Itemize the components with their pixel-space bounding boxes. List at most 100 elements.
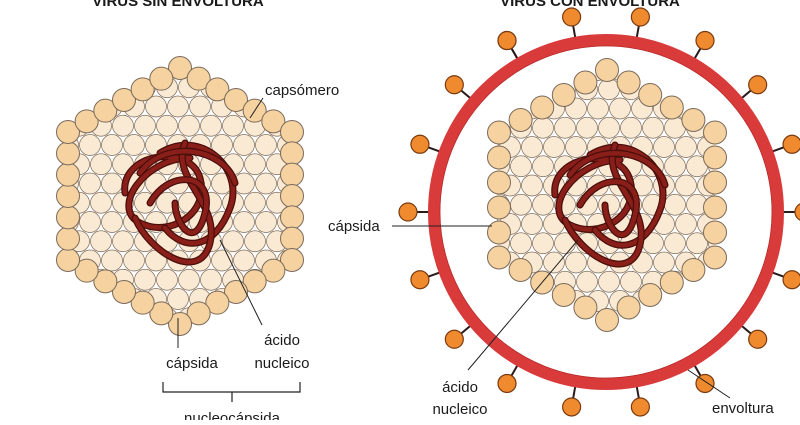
inner-capsomer	[532, 155, 554, 178]
inner-capsomer	[255, 211, 277, 233]
spike-head	[562, 7, 582, 27]
outer-capsomer	[205, 77, 230, 102]
inner-capsomer	[101, 134, 123, 156]
inner-capsomer	[47, 77, 68, 98]
inner-capsomer	[510, 155, 532, 178]
outer-capsomer	[595, 308, 619, 332]
acido-label-left: ácido	[264, 332, 300, 349]
outer-capsomer	[112, 280, 136, 304]
inner-capsomer	[300, 289, 321, 310]
outer-capsomer	[681, 108, 706, 132]
nucleocapsida-bracket	[162, 382, 301, 402]
left-heading: VIRUS SIN ENVOLTURA	[92, 0, 264, 10]
inner-capsomer	[134, 114, 156, 137]
inner-capsomer	[288, 268, 293, 291]
envelope-inner-edge	[439, 45, 773, 379]
inner-capsomer	[68, 307, 90, 325]
inner-capsomer	[90, 76, 112, 99]
outer-capsomer	[74, 258, 99, 283]
outer-capsomer	[74, 109, 99, 134]
inner-capsomer	[112, 114, 134, 137]
inner-capsomer	[620, 116, 642, 139]
outer-capsomer	[56, 184, 80, 208]
inner-capsomer	[510, 232, 532, 255]
right-heading: VIRUS CON ENVOLTURA	[500, 0, 680, 10]
outer-capsomer	[280, 162, 304, 187]
outer-capsomer	[112, 88, 136, 112]
outer-capsomer	[280, 226, 304, 251]
spike-head	[630, 397, 650, 417]
inner-capsomer	[68, 288, 79, 310]
outer-capsomer	[186, 301, 211, 326]
inner-capsomer	[543, 251, 565, 274]
inner-capsomer	[543, 68, 565, 81]
outer-capsomer	[487, 195, 511, 220]
inner-capsomer	[211, 68, 233, 79]
outer-capsomer	[168, 312, 192, 336]
envelope-spikes	[398, 7, 800, 417]
outer-capsomer	[224, 88, 248, 112]
outer-capsomer	[261, 258, 286, 283]
inner-capsomer	[200, 268, 222, 291]
inner-capsomer	[101, 249, 123, 272]
outer-capsomer	[56, 162, 80, 187]
inner-capsomer	[244, 191, 266, 214]
outer-capsomer	[638, 283, 663, 307]
inner-capsomer	[675, 174, 697, 197]
inner-capsomer	[47, 308, 68, 329]
inner-capsomer	[277, 288, 293, 310]
inner-capsomer	[255, 68, 277, 79]
spike-head	[562, 397, 582, 417]
outer-capsomer	[56, 120, 80, 144]
outer-capsomer	[703, 120, 727, 145]
outer-capsomer	[280, 184, 304, 208]
inner-capsomer	[565, 251, 587, 274]
inner-capsomer	[101, 172, 123, 195]
outer-capsomer	[56, 205, 80, 230]
inner-capsomer	[189, 95, 211, 118]
inner-capsomer	[664, 232, 686, 255]
inner-capsomer	[277, 68, 293, 79]
outer-capsomer	[703, 195, 727, 220]
outer-capsomer	[280, 248, 304, 272]
inner-capsomer	[521, 136, 543, 158]
inner-capsomer	[521, 174, 543, 197]
inner-capsomer	[521, 213, 543, 235]
inner-capsomer	[244, 76, 266, 99]
inner-capsomer	[222, 114, 244, 137]
inner-capsomer	[79, 134, 101, 156]
inner-capsomer	[598, 270, 620, 293]
outer-capsomer	[487, 145, 511, 170]
inner-capsomer	[675, 290, 697, 312]
spike-head	[497, 30, 517, 51]
rna-strand	[157, 143, 236, 246]
outer-capsomer	[130, 290, 155, 315]
inner-capsomer	[653, 68, 675, 81]
naked-virus	[47, 56, 321, 336]
outer-capsomer	[205, 290, 230, 315]
outer-capsomer	[149, 66, 174, 91]
inner-capsomer	[609, 97, 631, 120]
rna-strand	[147, 177, 209, 235]
outer-capsomer	[638, 83, 663, 107]
rna-strand	[562, 142, 644, 267]
outer-capsomer	[703, 145, 727, 170]
outer-capsomer	[595, 58, 619, 82]
inner-capsomer	[145, 95, 167, 118]
outer-capsomer	[224, 280, 248, 304]
outer-capsomer	[261, 109, 286, 134]
inner-capsomer	[79, 68, 101, 79]
outer-capsomer	[573, 295, 598, 320]
inner-capsomer	[255, 172, 277, 195]
capsomer-ring-right	[487, 58, 727, 332]
acido-leader-right	[467, 239, 579, 371]
inner-capsomer	[576, 116, 598, 139]
inner-capsomer	[134, 268, 156, 291]
outer-capsomer	[551, 83, 576, 107]
capsomero-label: capsómero	[265, 82, 339, 99]
outer-capsomer	[168, 56, 192, 80]
inner-capsomer	[653, 251, 675, 274]
inner-capsomer	[300, 96, 321, 117]
nucleic-acid-coil	[121, 139, 239, 266]
inner-capsomer	[68, 76, 90, 99]
